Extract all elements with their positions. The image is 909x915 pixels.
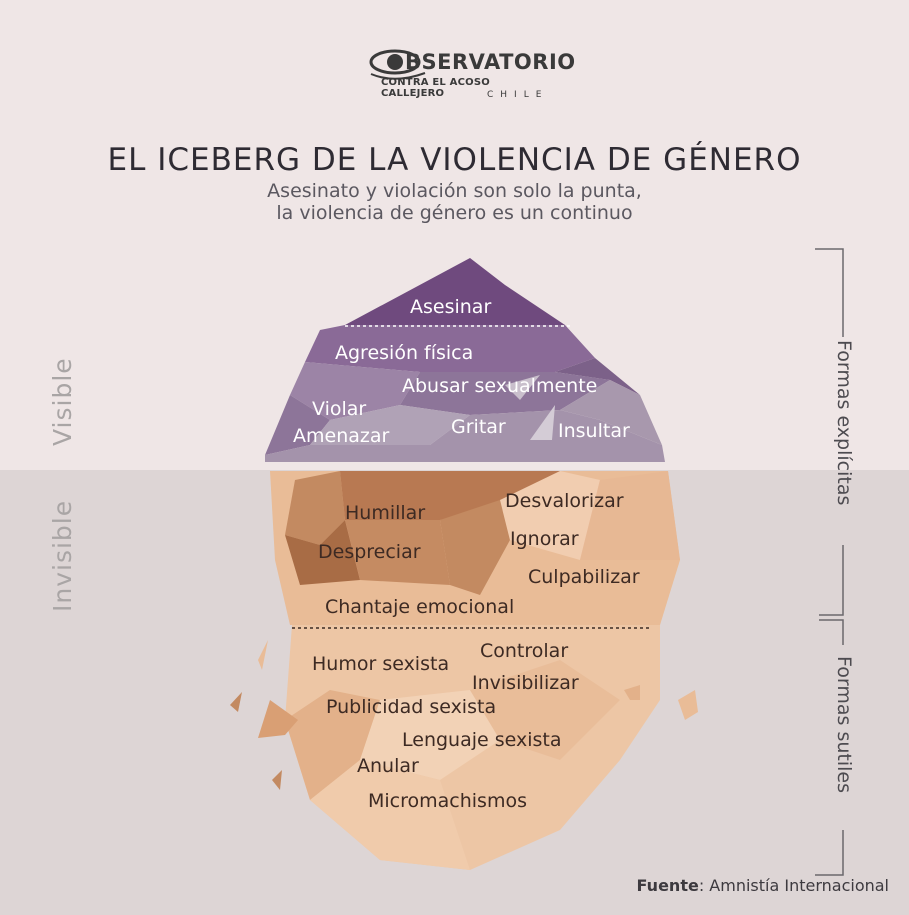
word-chantaje-emocional: Chantaje emocional [325, 596, 515, 618]
word-gritar: Gritar [451, 416, 506, 438]
label-formas-sutiles: Formas sutiles [833, 656, 855, 793]
word-micromachismos: Micromachismos [368, 790, 527, 812]
label-invisible: Invisible [48, 499, 77, 612]
label-visible: Visible [48, 357, 77, 446]
page-title: EL ICEBERG DE LA VIOLENCIA DE GÉNERO [107, 142, 802, 178]
word-asesinar: Asesinar [410, 296, 492, 318]
word-humor-sexista: Humor sexista [312, 653, 450, 675]
source-value: : Amnistía Internacional [698, 876, 889, 895]
word-lenguaje-sexista: Lenguaje sexista [402, 729, 562, 751]
observatorio-logo: BSERVATORIO CONTRA EL ACOSO CALLEJERO CH… [365, 44, 575, 102]
subtitle-line-1: Asesinato y violación son solo la punta, [267, 180, 642, 202]
subtitle-line-2: la violencia de género es un continuo [276, 202, 633, 224]
forms-bracket [815, 248, 844, 876]
source-label: Fuente [636, 876, 699, 895]
logo-country: CHILE [487, 90, 549, 100]
word-invisibilizar: Invisibilizar [472, 672, 579, 694]
word-ignorar: Ignorar [510, 528, 579, 550]
label-formas-explicitas: Formas explícitas [833, 340, 855, 506]
word-desvalorizar: Desvalorizar [505, 490, 624, 512]
word-despreciar: Despreciar [318, 541, 421, 563]
word-insultar: Insultar [558, 420, 630, 442]
word-agresion-fisica: Agresión física [335, 342, 474, 364]
word-anular: Anular [357, 755, 419, 777]
logo-title: BSERVATORIO [405, 50, 576, 74]
eye-icon [369, 49, 426, 80]
word-humillar: Humillar [345, 502, 426, 524]
word-controlar: Controlar [480, 640, 569, 662]
word-amenazar: Amenazar [293, 425, 390, 447]
word-violar: Violar [312, 398, 367, 420]
logo-subtitle: CONTRA EL ACOSO CALLEJERO [381, 77, 490, 99]
word-publicidad-sexista: Publicidad sexista [326, 696, 497, 718]
source-credit: Fuente: Amnistía Internacional [637, 876, 889, 895]
word-culpabilizar: Culpabilizar [528, 566, 640, 588]
word-abusar-sexualmente: Abusar sexualmente [402, 375, 598, 397]
